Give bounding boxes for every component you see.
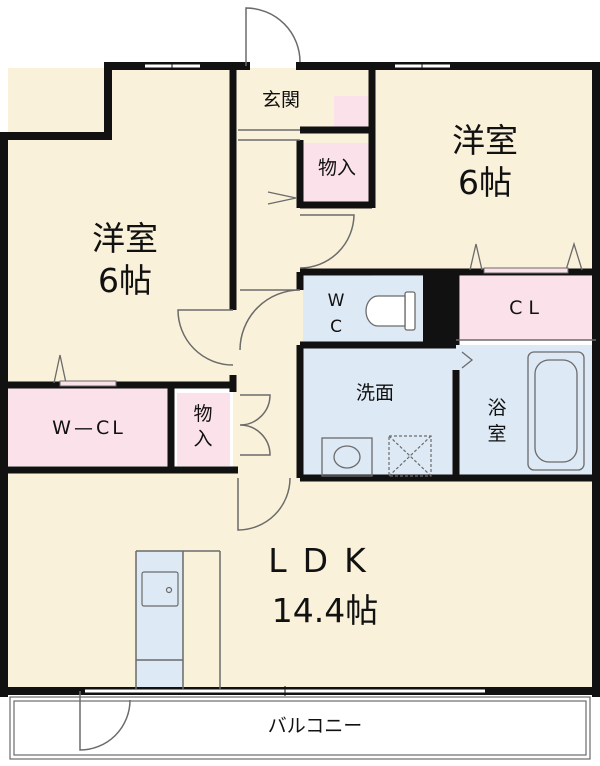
walk-in-closet-label: W—CL [52,417,126,439]
wash-basin [321,437,373,477]
western-room-left-name: 洋室 [92,219,158,258]
western-room-left-fill [8,68,233,385]
wc-door [239,289,301,351]
western-room-right-name: 洋室 [452,121,518,160]
ldk-name: LDK [268,541,382,580]
ldk-fill [8,473,592,689]
storage-mid-label: 物入 [193,403,213,450]
western-room-right-fill [372,68,592,273]
interior-walls [6,66,596,482]
storage-door [239,394,271,456]
kitchen-sink [141,571,179,607]
balcony-door [79,691,131,751]
bathroom-label: 浴室 [487,397,507,445]
bathtub [527,351,585,471]
closet-right-rail [483,267,569,274]
western-room-left-size: 6帖 [98,261,152,300]
balcony-label: バルコニー [267,715,363,737]
window-frames [85,62,485,696]
washing-machine-pan [388,435,432,477]
genkan-storage-fill [334,96,368,130]
hall-door-upper [299,214,355,269]
wc-label: WC [327,291,345,338]
storage-top-fill [303,143,371,205]
balcony [9,696,591,760]
kitchen-counter-fill [136,551,183,689]
bathroom-fill [459,345,592,478]
ldk-size: 14.4帖 [271,591,379,630]
closet-left-rail [59,380,117,387]
closet-fill [460,276,592,340]
entrance-door [245,7,301,66]
toilet [365,291,416,331]
storage-top-label: 物入 [317,157,356,179]
thin-partitions [135,129,596,689]
ldk-door [237,477,291,531]
hall-door-left-room [177,309,234,366]
closet-label: CL [509,297,545,319]
room-fills [8,68,592,689]
walk-in-closet-fill [8,388,168,466]
washroom-fill [303,345,459,478]
wall-column [423,272,458,345]
genkan-label: 玄関 [261,89,300,111]
doors [79,7,355,751]
closet-doors [53,191,583,384]
western-room-right-size: 6帖 [458,163,512,202]
washroom-label: 洗面 [355,382,394,404]
storage-mid-fill [177,393,230,466]
